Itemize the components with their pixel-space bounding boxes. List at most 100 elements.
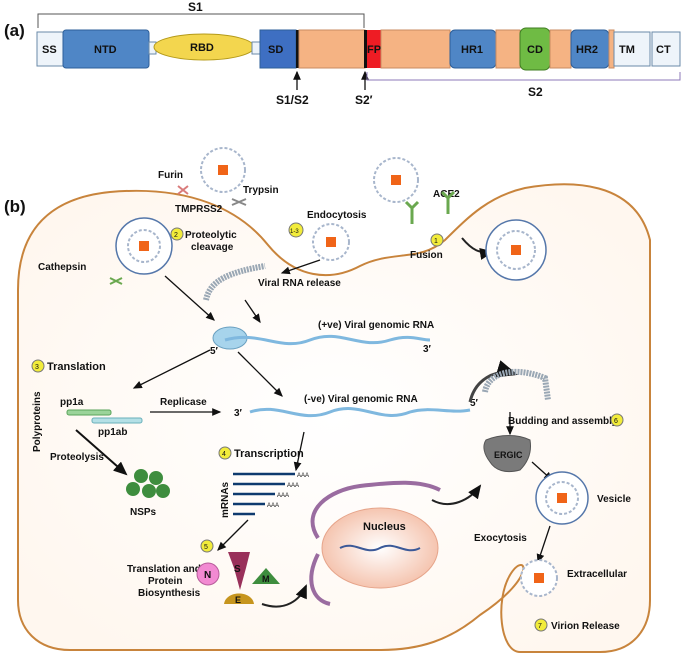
negative-rna-label: (-ve) Viral genomic RNA — [304, 394, 418, 405]
segment-linker4 — [549, 29, 572, 69]
s1s2-label: S1/S2 — [276, 93, 309, 107]
mrna-aaa-2: AAA — [287, 483, 299, 489]
segment-sd — [259, 29, 297, 69]
step-7-badge — [534, 618, 548, 632]
viral-rna-release-label: Viral RNA release — [258, 278, 341, 289]
cathepsin-label: Cathepsin — [38, 262, 86, 273]
mrna-aaa-3: AAA — [277, 493, 289, 499]
protein-s — [228, 552, 250, 590]
step-1-3-badge — [288, 222, 304, 238]
panel-a-label: (a) — [4, 21, 25, 40]
segment-ct — [651, 31, 681, 67]
pp1ab-label: pp1ab — [98, 427, 127, 438]
biosynthesis-line2: Protein — [148, 576, 182, 587]
svg-text:SS: SS — [42, 44, 57, 56]
s2prime-label: S2′ — [355, 93, 373, 107]
segment-ss — [36, 31, 64, 67]
negative-rna-3prime: 3′ — [234, 408, 243, 419]
fusion-label: Fusion — [410, 250, 443, 261]
nucleus-label: Nucleus — [363, 521, 406, 533]
svg-text:3: 3 — [35, 364, 39, 371]
panel-b-label: (b) — [4, 197, 26, 216]
positive-rna-label: (+ve) Viral genomic RNA — [318, 320, 434, 331]
endosome-virion — [115, 217, 173, 275]
step-2-badge — [170, 227, 184, 241]
vesicle — [535, 471, 589, 525]
s1-label: S1 — [188, 0, 203, 14]
nsps-cluster — [126, 469, 170, 498]
dna-strand — [339, 544, 421, 552]
cleavage-s1s2-mark — [296, 30, 299, 68]
rna-coil — [203, 263, 266, 301]
pp1ab-bar — [91, 417, 143, 424]
svg-text:CD: CD — [527, 44, 543, 56]
svg-text:1: 1 — [434, 238, 438, 245]
biosynthesis-line3: Biosynthesis — [138, 588, 201, 599]
step-3-badge — [31, 359, 45, 373]
step-5-badge — [200, 539, 214, 553]
cell-membrane — [17, 183, 651, 653]
rna-coil-budding — [482, 368, 551, 401]
pp1a-bar — [66, 409, 112, 416]
s1-bracket — [37, 13, 365, 28]
arrow-endosome-ribosome — [164, 275, 215, 321]
trypsin-scissors-icon — [231, 198, 247, 206]
vesicle-label: Vesicle — [597, 494, 631, 505]
negative-rna-strand — [249, 407, 471, 418]
virion-release-label: Virion Release — [551, 621, 620, 632]
transcription-label: Transcription — [234, 448, 304, 460]
protein-e — [224, 593, 254, 604]
arrow-mrna-biosynthesis — [217, 519, 249, 551]
s2-label: S2 — [528, 85, 543, 99]
endocytosis-label: Endocytosis — [307, 210, 367, 221]
positive-rna-strand — [224, 334, 431, 346]
segment-linker2 — [251, 41, 261, 55]
translation-label: Translation — [47, 361, 106, 373]
biosynthesis-line1: Translation and — [127, 564, 201, 575]
svg-text:6: 6 — [614, 418, 618, 425]
svg-text:1-3: 1-3 — [290, 229, 299, 235]
svg-text:5: 5 — [204, 544, 208, 551]
mrna-aaa-4: AAA — [267, 503, 279, 509]
svg-text:S: S — [234, 564, 241, 575]
pp1a-label: pp1a — [60, 397, 84, 408]
virion-endocytosis — [312, 223, 350, 261]
svg-text:FP: FP — [367, 44, 381, 56]
cathepsin-scissors-icon — [109, 277, 123, 285]
svg-text:SD: SD — [268, 44, 283, 56]
step-4-badge — [218, 446, 232, 460]
svg-text:RBD: RBD — [190, 42, 214, 54]
arrow-rna-ribosome — [244, 299, 261, 324]
arrow-er-ergic — [431, 484, 482, 505]
s2-bracket — [366, 72, 681, 81]
furin-scissors-icon — [177, 185, 189, 195]
virion-fused-vesicle — [485, 219, 547, 281]
virion-fusion — [373, 157, 419, 203]
arrow-vesicle-release — [536, 525, 551, 564]
arrow-biosynthesis-er — [261, 584, 307, 608]
step-6-badge — [610, 413, 624, 427]
mrna-aaa-1: AAA — [297, 473, 309, 479]
virion-extracellular — [520, 559, 558, 597]
ergic-organelle — [483, 435, 531, 473]
tmprss2-label: TMPRSS2 — [175, 204, 223, 215]
step-1-badge — [430, 233, 444, 247]
proteolytic-label: Proteolytic — [185, 230, 237, 241]
exocytosis-label: Exocytosis — [474, 533, 527, 544]
arrow-ribosome-polyproteins — [132, 349, 211, 389]
er-membrane-lower — [309, 553, 331, 606]
svg-text:4: 4 — [222, 451, 226, 458]
polyproteins-label: Polyproteins — [32, 391, 43, 452]
svg-text:HR1: HR1 — [461, 44, 483, 56]
arrow-transcription — [293, 431, 305, 472]
svg-text:E: E — [235, 595, 241, 605]
extracellular-label: Extracellular — [567, 569, 627, 580]
segment-linker5 — [608, 29, 615, 69]
arrow-ribosome-negrna — [237, 351, 283, 397]
arrow-proteolysis — [75, 429, 128, 476]
svg-text:7: 7 — [538, 623, 542, 630]
positive-rna-5prime: 5′ — [210, 346, 219, 357]
ergic-label: ERGIC — [494, 450, 523, 460]
budding-label: Budding and assembly — [508, 416, 618, 427]
